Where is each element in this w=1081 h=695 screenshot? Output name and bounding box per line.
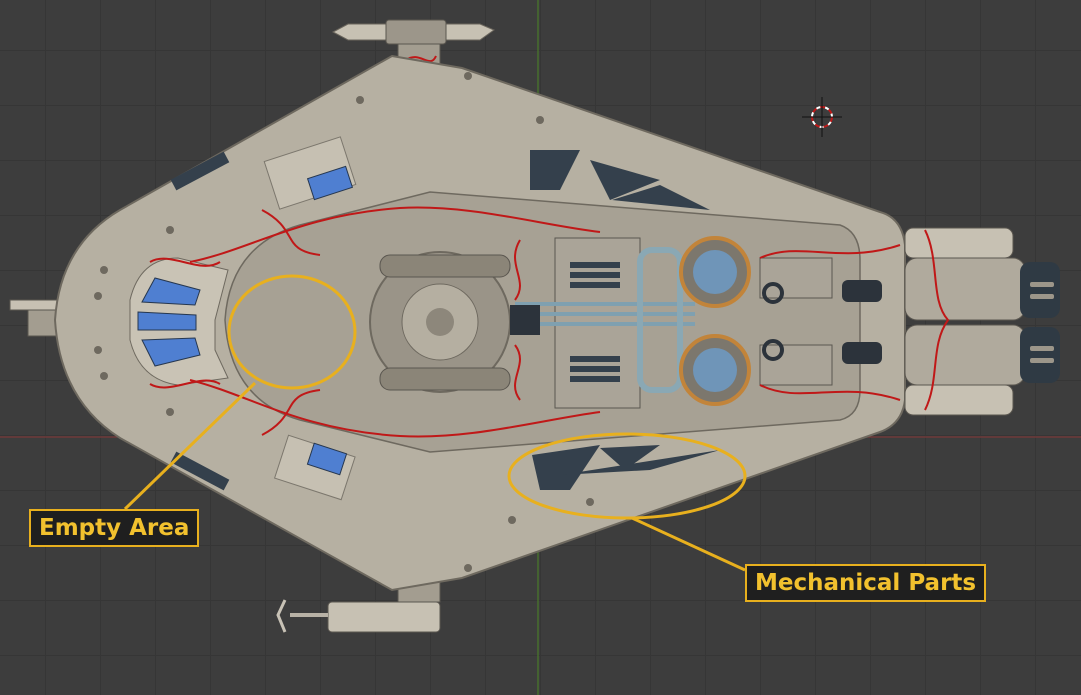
spaceship-model[interactable] <box>9 19 1060 633</box>
engine-block <box>904 227 1060 416</box>
cockpit-windows <box>129 165 354 476</box>
empty-area-label: Empty Area <box>29 509 200 547</box>
3d-cursor-icon[interactable] <box>802 97 842 137</box>
mechanical-parts-label: Mechanical Parts <box>745 564 987 602</box>
red-wiring <box>149 206 901 438</box>
mechanical-parts-highlight <box>507 432 747 520</box>
core-machinery <box>369 236 882 409</box>
empty-area-highlight <box>227 274 357 390</box>
empty-area-leader-line <box>123 381 257 511</box>
hull-rivets <box>94 72 594 572</box>
mechanical-parts-leader-line <box>631 516 746 572</box>
